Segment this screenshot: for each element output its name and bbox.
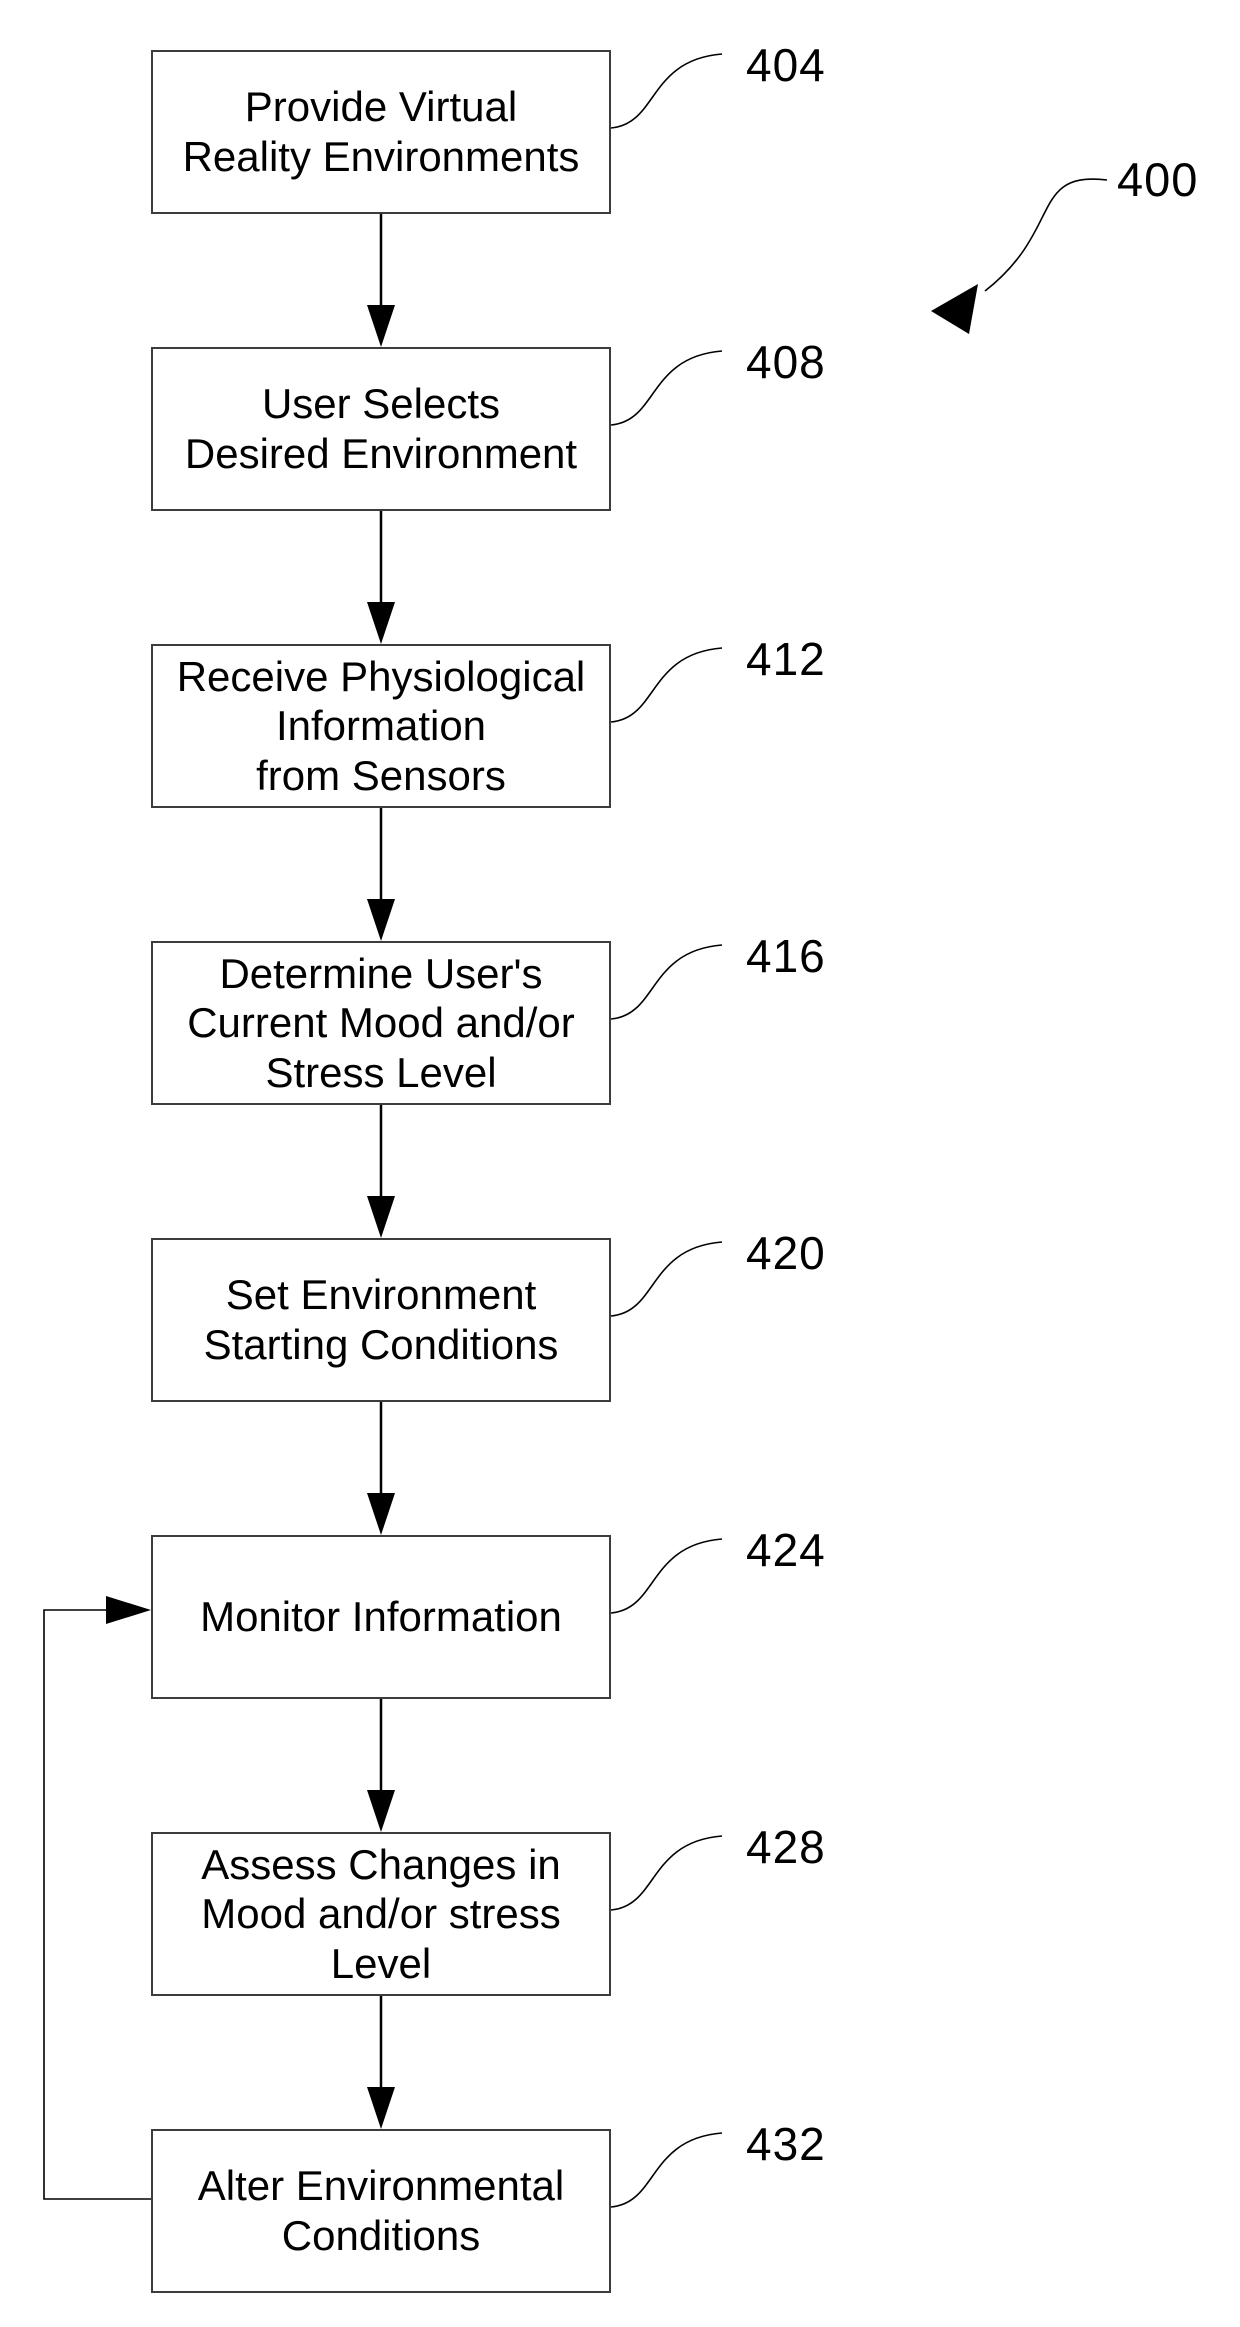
flow-box-text: Provide Virtual Reality Environments <box>182 83 580 180</box>
ref-label-408: 408 <box>746 336 826 388</box>
leader-line-432 <box>610 2132 723 2208</box>
flow-connector-428-432 <box>367 1996 395 2129</box>
ref-label-432: 432 <box>746 2118 826 2170</box>
ref-label-416: 416 <box>746 930 826 982</box>
arrow-down-icon <box>367 602 395 644</box>
flow-connector-420-424 <box>367 1402 395 1535</box>
leader-line-428 <box>610 1835 723 1911</box>
ref-label-428: 428 <box>746 1821 826 1873</box>
flow-connector-408-412 <box>367 511 395 644</box>
flow-box-text: Alter Environmental Conditions <box>197 2162 565 2259</box>
flow-box-text: Assess Changes in Mood and/or stress Lev… <box>201 1840 561 1987</box>
flow-box-432: Alter Environmental Conditions <box>151 2129 611 2293</box>
leader-line-416 <box>610 944 723 1020</box>
leader-line-420 <box>610 1241 723 1317</box>
flow-box-412: Receive Physiological Information from S… <box>151 644 611 808</box>
ref-label-412: 412 <box>746 633 826 685</box>
flow-connector-416-420 <box>367 1105 395 1238</box>
leader-line-404 <box>610 53 723 129</box>
arrow-down-icon <box>367 899 395 941</box>
leader-line-412 <box>610 647 723 723</box>
leader-line-424 <box>610 1538 723 1614</box>
arrow-down-icon <box>367 305 395 347</box>
flow-box-416: Determine User's Current Mood and/or Str… <box>151 941 611 1105</box>
ref-label-404: 404 <box>746 39 826 91</box>
flow-box-text: Determine User's Current Mood and/or Str… <box>187 949 575 1096</box>
flow-connector-424-428 <box>367 1699 395 1832</box>
flow-box-428: Assess Changes in Mood and/or stress Lev… <box>151 1832 611 1996</box>
feedback-loop <box>43 1596 151 2200</box>
arrow-down-icon <box>367 2087 395 2129</box>
arrow-down-icon <box>367 1196 395 1238</box>
ref-label-420: 420 <box>746 1227 826 1279</box>
arrow-down-icon <box>367 1493 395 1535</box>
flow-connector-404-408 <box>367 214 395 347</box>
flow-box-text: Set Environment Starting Conditions <box>203 1271 559 1368</box>
flow-box-404: Provide Virtual Reality Environments <box>151 50 611 214</box>
arrow-down-icon <box>367 1790 395 1832</box>
flow-box-text: User Selects Desired Environment <box>184 380 578 477</box>
leader-line-408 <box>610 350 723 426</box>
figure-ref-leader-line <box>984 178 1108 292</box>
ref-label-424: 424 <box>746 1524 826 1576</box>
flow-box-text: Receive Physiological Information from S… <box>176 652 586 799</box>
arrow-right-icon <box>106 1596 151 1624</box>
figure-ref-label: 400 <box>1117 153 1199 206</box>
flow-box-text: Monitor Information <box>200 1593 562 1641</box>
flow-box-420: Set Environment Starting Conditions <box>151 1238 611 1402</box>
flow-box-408: User Selects Desired Environment <box>151 347 611 511</box>
flow-connector-412-416 <box>367 808 395 941</box>
figure-ref-pointer <box>931 178 1108 334</box>
arrow-left-icon <box>931 284 978 334</box>
flow-box-424: Monitor Information <box>151 1535 611 1699</box>
feedback-loop-line <box>43 1609 151 2200</box>
